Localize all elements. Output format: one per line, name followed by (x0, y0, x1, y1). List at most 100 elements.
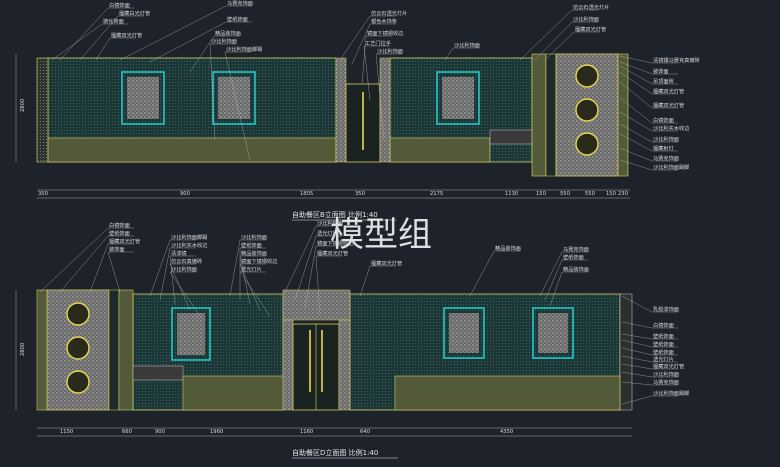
leader-line (534, 21, 573, 61)
annotation-label: 壁纸饰面 (241, 241, 262, 249)
dim-text: 550 (585, 191, 595, 197)
painting-art (538, 313, 568, 353)
leader-line (619, 71, 653, 95)
annotation-label: 檀藏双光灯管 (653, 87, 684, 95)
leader-line (359, 265, 371, 297)
leader-line (619, 61, 653, 75)
door-jamb-right (379, 57, 391, 163)
leader-line (363, 45, 371, 101)
dim-text: 350 (38, 191, 48, 197)
leader-line (107, 251, 121, 293)
dim-text: 660 (122, 429, 132, 435)
leader-line (621, 333, 653, 340)
side-strip (545, 53, 557, 177)
annotation-label: 沙比利饰面脚踢 (226, 45, 262, 53)
leader-line (619, 123, 653, 143)
painting-frame (436, 71, 480, 125)
dim-text: 1130 (505, 191, 518, 197)
painting-art (127, 77, 159, 119)
annotation-label: 镜面下镜铜收边 (367, 29, 404, 37)
dim-text: 350 (355, 191, 365, 197)
door-jamb-left (282, 319, 294, 411)
annotation-label: 白镜饰面 (109, 221, 130, 229)
annotation-label: 银色木饰条 (371, 17, 397, 25)
annotation-label: 精品装饰画 (215, 29, 241, 37)
leader-line (621, 371, 653, 378)
annotation-label: 工艺门拉手 (365, 39, 391, 47)
leader-line (375, 53, 385, 141)
annotation-label: 装饰面 (653, 67, 669, 75)
annotation-label: 沙比利饰面 (653, 370, 679, 378)
painting-frame (171, 307, 211, 361)
leader-line (39, 227, 109, 293)
leader-line (59, 235, 109, 293)
annotation-label: 马赛克饰面 (563, 245, 589, 253)
leader-line (469, 250, 495, 297)
leader-line (294, 235, 317, 301)
leader-line (149, 21, 227, 63)
annotation-label: 檀藏射灯 (653, 144, 674, 152)
dim-height: 2800 (20, 99, 26, 112)
edge-column (619, 293, 633, 411)
annotation-label: 清漆镜 (171, 249, 187, 257)
dim-text: 550 (560, 191, 570, 197)
annotation-label: 装饰面 (109, 245, 125, 253)
dim-text: 1805 (300, 191, 313, 197)
leader-line (89, 243, 109, 293)
leader-line (619, 111, 653, 132)
leader-line (621, 347, 653, 356)
drawing-title-d: 自助餐区D立面图 比例1:40 (292, 448, 378, 457)
door-transom (282, 289, 351, 321)
annotation-label: 马赛克饰面 (653, 154, 679, 162)
leader-line (169, 271, 201, 317)
annotation-label: 精品装饰画 (241, 249, 267, 257)
dim-text: 150 (536, 191, 546, 197)
leader-line (444, 47, 454, 61)
annotation-label: 沙比利饰面脚踢 (171, 233, 207, 241)
leader-line (169, 263, 191, 311)
annotation-label: 沙比利饰面 (317, 219, 343, 227)
leader-line (619, 133, 653, 152)
leader-line (619, 97, 653, 124)
leader-line (79, 15, 119, 61)
annotation-label: 壁纸饰面 (653, 348, 674, 356)
leader-line (59, 7, 109, 61)
dim-text: 1960 (210, 429, 223, 435)
painting-frame (212, 71, 256, 125)
leaders-b: 白镜饰面檀藏白光灯管玻化砖面檀藏双光灯管马赛克饰面壁纸饰面精品装饰画沙比利饰面沙… (51, 0, 700, 171)
round-mirror (66, 370, 90, 394)
wainscot-left (182, 375, 284, 411)
annotation-label: 沙比利实木收边 (171, 241, 208, 249)
annotation-label: 白镜饰面 (653, 321, 674, 329)
leader-line (621, 321, 653, 329)
dim-text: 2175 (430, 191, 443, 197)
leader-line (315, 255, 321, 317)
annotation-label: 檀藏双光灯管 (111, 31, 142, 39)
leader-line (621, 395, 653, 405)
leader-line (621, 355, 653, 363)
leader-line (621, 339, 653, 348)
annotation-label: 檀藏双光灯管 (653, 101, 684, 109)
painting-frame (532, 307, 574, 359)
annotation-label: 玻化砖面 (103, 17, 124, 25)
annotation-label: 精品装饰画 (495, 244, 521, 252)
side-column (118, 289, 134, 411)
leader-line (209, 43, 216, 141)
annotation-label: 檀藏双光灯管 (575, 25, 606, 33)
round-mirror (575, 64, 599, 88)
annotation-label: 透光灯片 (241, 265, 262, 273)
counter (489, 129, 533, 145)
dim-text: 230 (618, 191, 628, 197)
leader-line (544, 259, 563, 301)
annotation-label: 精品装饰画 (563, 265, 589, 273)
elevation-b: 2800 350 900 1805 350 2175 1130 150 550 … (15, 53, 630, 199)
watermark-text: 模型组 (330, 215, 432, 255)
annotation-label: 壁纸饰面 (653, 340, 674, 348)
leader-line (619, 147, 653, 162)
annotation-label: 仿云石真镀砖 (171, 257, 202, 265)
side-column (617, 53, 629, 177)
annotation-label: 乳胶漆饰面 (653, 305, 679, 313)
leader-line (189, 35, 215, 73)
